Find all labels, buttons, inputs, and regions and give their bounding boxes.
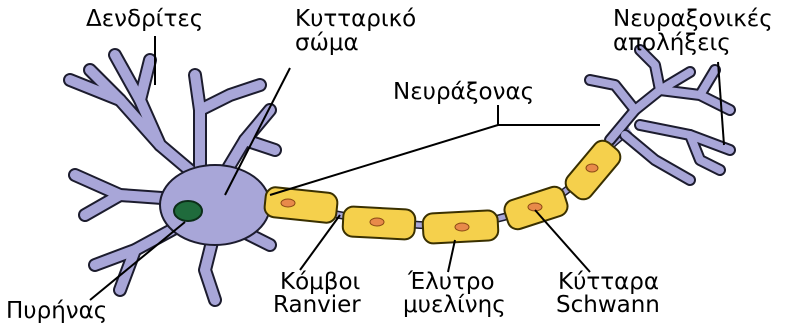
leader-schwann: [535, 210, 590, 272]
leader-myelin: [448, 240, 455, 272]
label-schwann-1: Κύτταρα: [558, 271, 659, 293]
label-axon-terminals-1: Νευραξονικές: [613, 8, 773, 30]
label-nodes-2: Ranvier: [273, 294, 361, 316]
label-axon: Νευράξονας: [393, 81, 534, 103]
label-dendrites: Δενδρίτες: [86, 8, 203, 30]
leader-axon: [270, 105, 600, 195]
label-axon-terminals-2: απολήξεις: [613, 32, 731, 54]
myelin-segment: [264, 186, 339, 223]
label-myelin-1: Έλυτρο: [408, 271, 495, 293]
nucleus-shape: [174, 201, 202, 221]
leader-nodes: [300, 215, 340, 270]
label-nodes-1: Κόμβοι: [280, 271, 360, 293]
label-nucleus: Πυρήνας: [6, 300, 107, 322]
label-cell-body-2: σώμα: [295, 32, 359, 54]
label-schwann-2: Schwann: [556, 294, 660, 316]
label-cell-body-1: Κυτταρικό: [295, 8, 416, 30]
label-myelin-2: μυελίνης: [403, 294, 506, 316]
myelin-sheath: [264, 137, 625, 244]
